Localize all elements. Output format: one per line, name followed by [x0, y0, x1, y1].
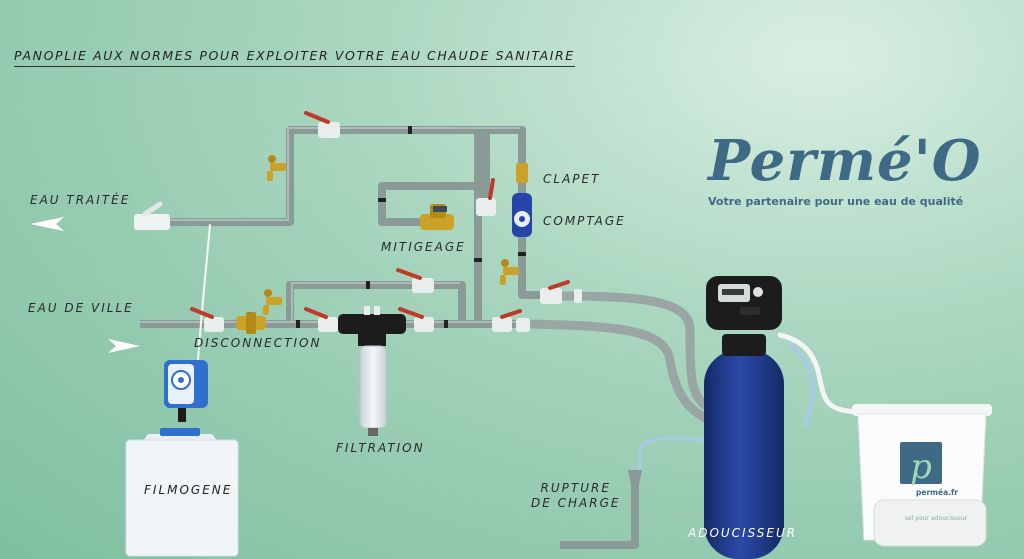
- softener: [704, 276, 784, 559]
- valve-mixing: [476, 178, 496, 216]
- brand-tagline: Votre partenaire pour une eau de qualité: [708, 195, 964, 208]
- treated-water-pipe: [170, 126, 526, 226]
- brand-logo: Permé'O: [708, 128, 982, 194]
- label-comptage: COMPTAGE: [543, 214, 626, 228]
- bypass-pipe: [286, 281, 466, 324]
- hose-drain-to-rupture: [638, 436, 707, 472]
- label-filtration: FILTRATION: [336, 441, 425, 455]
- valve-treated-top: [304, 111, 340, 138]
- tap-treated: [267, 155, 286, 181]
- check-valve: [516, 163, 528, 183]
- page-title: PANOPLIE AUX NORMES POUR EXPLOITER VOTRE…: [14, 48, 575, 67]
- disconnector: [236, 312, 266, 334]
- hose-drain-softener: [788, 343, 815, 427]
- mixing-loop-bottom: [378, 205, 420, 226]
- inflow-arrow-icon: [108, 339, 140, 353]
- label-adoucisseur: ADOUCISSEUR: [688, 526, 798, 540]
- label-mitigeage: MITIGEAGE: [381, 240, 466, 254]
- hose-softener-out: [525, 319, 710, 423]
- outflow-arrow-icon: [30, 217, 64, 231]
- filmogene-tank: [125, 428, 239, 557]
- valve-meter: [540, 280, 570, 304]
- hose-brine: [777, 332, 861, 415]
- water-meter: [512, 193, 532, 237]
- bucket-logo-glyph: p: [910, 447, 932, 487]
- valve-city-3: [398, 307, 434, 332]
- label-eau-traitee: EAU TRAITÉE: [30, 193, 131, 207]
- label-filmogene: FILMOGENE: [144, 483, 233, 497]
- filter-housing: [338, 306, 406, 436]
- treated-outlet-valve: [134, 201, 170, 230]
- bucket-logo: [900, 442, 942, 484]
- brass-taps: [236, 155, 528, 334]
- label-eau-de-ville: EAU DE VILLE: [28, 301, 134, 315]
- tap-city: [263, 289, 282, 315]
- dosing-tube: [197, 224, 211, 361]
- label-disconnection: DISCONNECTION: [194, 336, 322, 350]
- valve-city-2: [304, 307, 338, 332]
- label-rupture-line2: DE CHARGE: [531, 496, 621, 510]
- label-rupture-line1: RUPTURE: [540, 481, 611, 495]
- pipe-joints: [296, 126, 526, 328]
- dosing-pump: [164, 360, 208, 422]
- hose-softener-in: [555, 291, 710, 410]
- salt-bucket: p: [852, 404, 992, 547]
- label-clapet: CLAPET: [543, 172, 601, 186]
- label-rupture-de-charge: RUPTURE DE CHARGE: [531, 481, 620, 511]
- valve-bypass: [396, 268, 434, 293]
- valve-city-4: [492, 309, 522, 332]
- bucket-subtext: sel pour adoucisseur: [904, 515, 968, 522]
- valves: [190, 111, 582, 332]
- valve-city-1: [190, 307, 224, 332]
- mixing-loop-top: [378, 182, 476, 205]
- bucket-brand-text: perméa.fr: [916, 488, 958, 497]
- flexible-hoses: [197, 224, 861, 472]
- air-gap-funnel: [628, 470, 642, 520]
- mixing-valve: [420, 204, 454, 230]
- tap-meter: [500, 259, 519, 285]
